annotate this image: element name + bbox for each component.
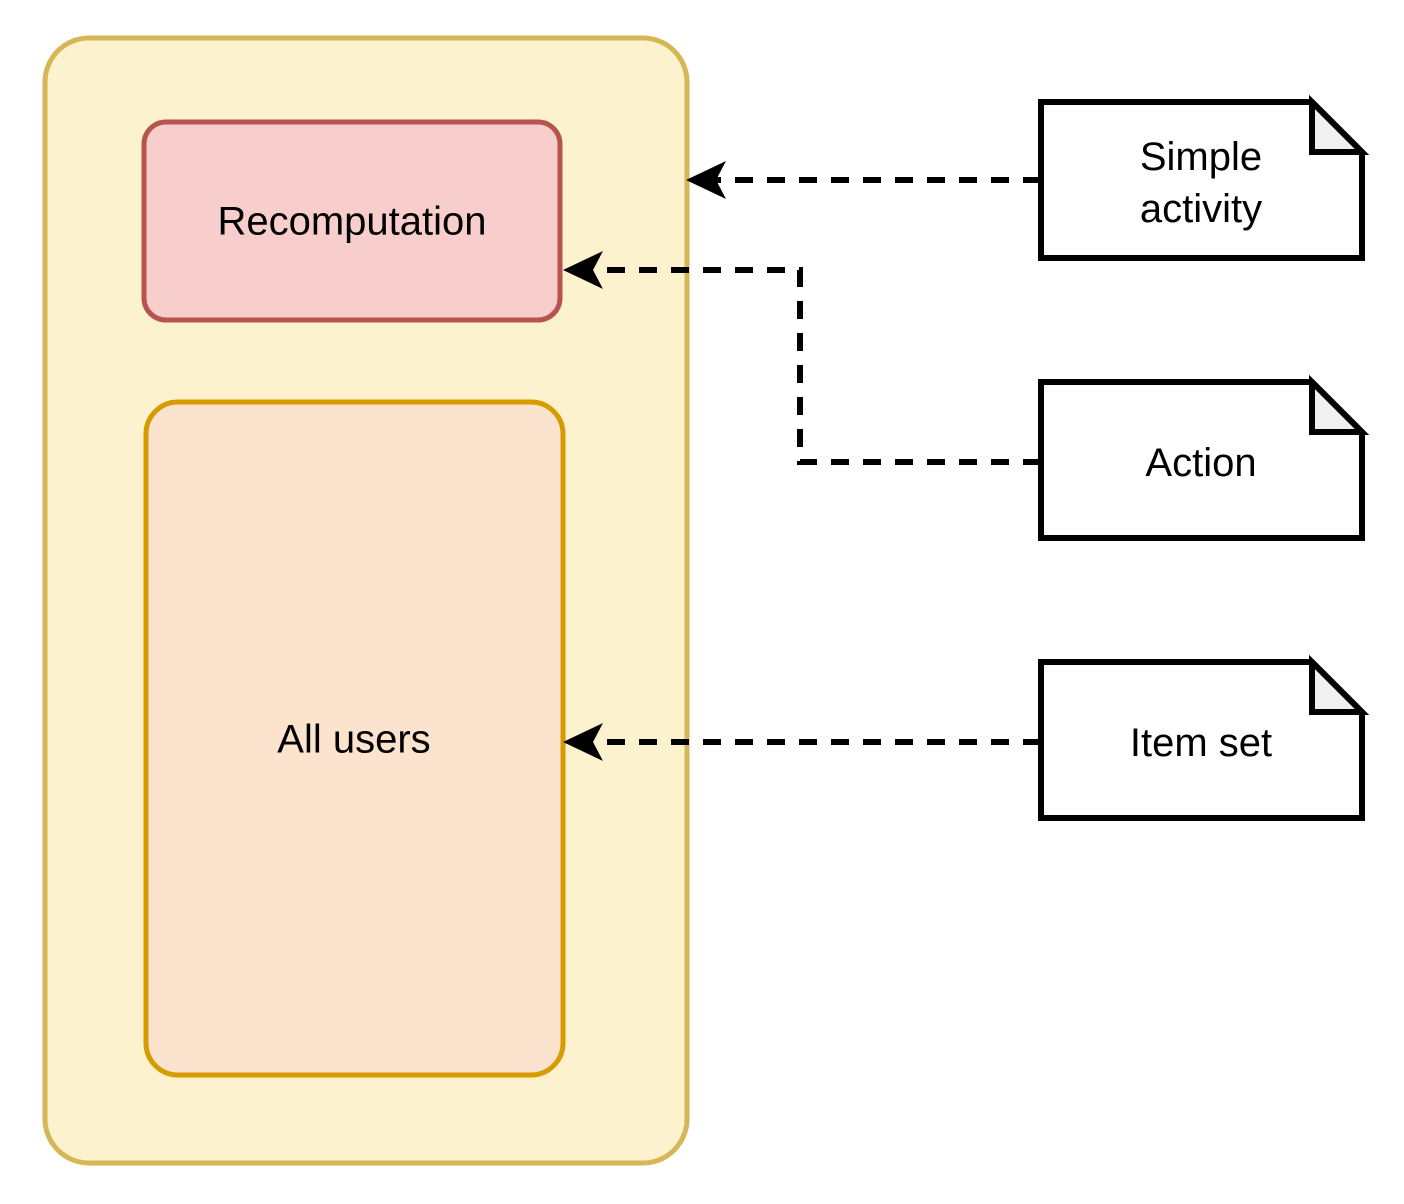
edge-simple-activity-arrowhead bbox=[686, 161, 726, 199]
node-all-users[interactable]: All users bbox=[143, 399, 566, 1078]
edge-action-arrowhead bbox=[563, 251, 603, 289]
note-simple-activity-line-1: Simple bbox=[1140, 135, 1262, 179]
edge-action-to-recomputation[interactable] bbox=[563, 251, 1041, 465]
note-action-body[interactable] bbox=[1038, 379, 1365, 541]
recomputation-shape[interactable] bbox=[141, 119, 563, 323]
edge-simple-activity-to-outer-scope[interactable] bbox=[686, 161, 1041, 199]
note-simple-activity-body[interactable] bbox=[1038, 99, 1365, 261]
note-action[interactable]: Action bbox=[1038, 374, 1370, 541]
note-fold-icon bbox=[1309, 94, 1370, 155]
note-fold-icon bbox=[1309, 374, 1370, 435]
edge-item-set-to-all-users[interactable] bbox=[563, 723, 1041, 761]
note-action-line-1: Action bbox=[1145, 441, 1256, 485]
node-recomputation[interactable]: Recomputation bbox=[141, 119, 563, 323]
note-item-set[interactable]: Item set bbox=[1038, 654, 1370, 821]
note-item-set-body[interactable] bbox=[1038, 659, 1365, 821]
note-fold-icon bbox=[1309, 654, 1370, 715]
note-item-set-line-1: Item set bbox=[1130, 721, 1272, 765]
note-simple-activity[interactable]: Simple activity bbox=[1038, 94, 1370, 261]
edge-action-line bbox=[584, 267, 1041, 465]
all-users-label: All users bbox=[277, 718, 430, 762]
all-users-shape[interactable] bbox=[143, 399, 566, 1078]
edge-item-set-arrowhead bbox=[563, 723, 603, 761]
note-simple-activity-line-2: activity bbox=[1140, 187, 1262, 231]
recomputation-label: Recomputation bbox=[217, 200, 486, 244]
